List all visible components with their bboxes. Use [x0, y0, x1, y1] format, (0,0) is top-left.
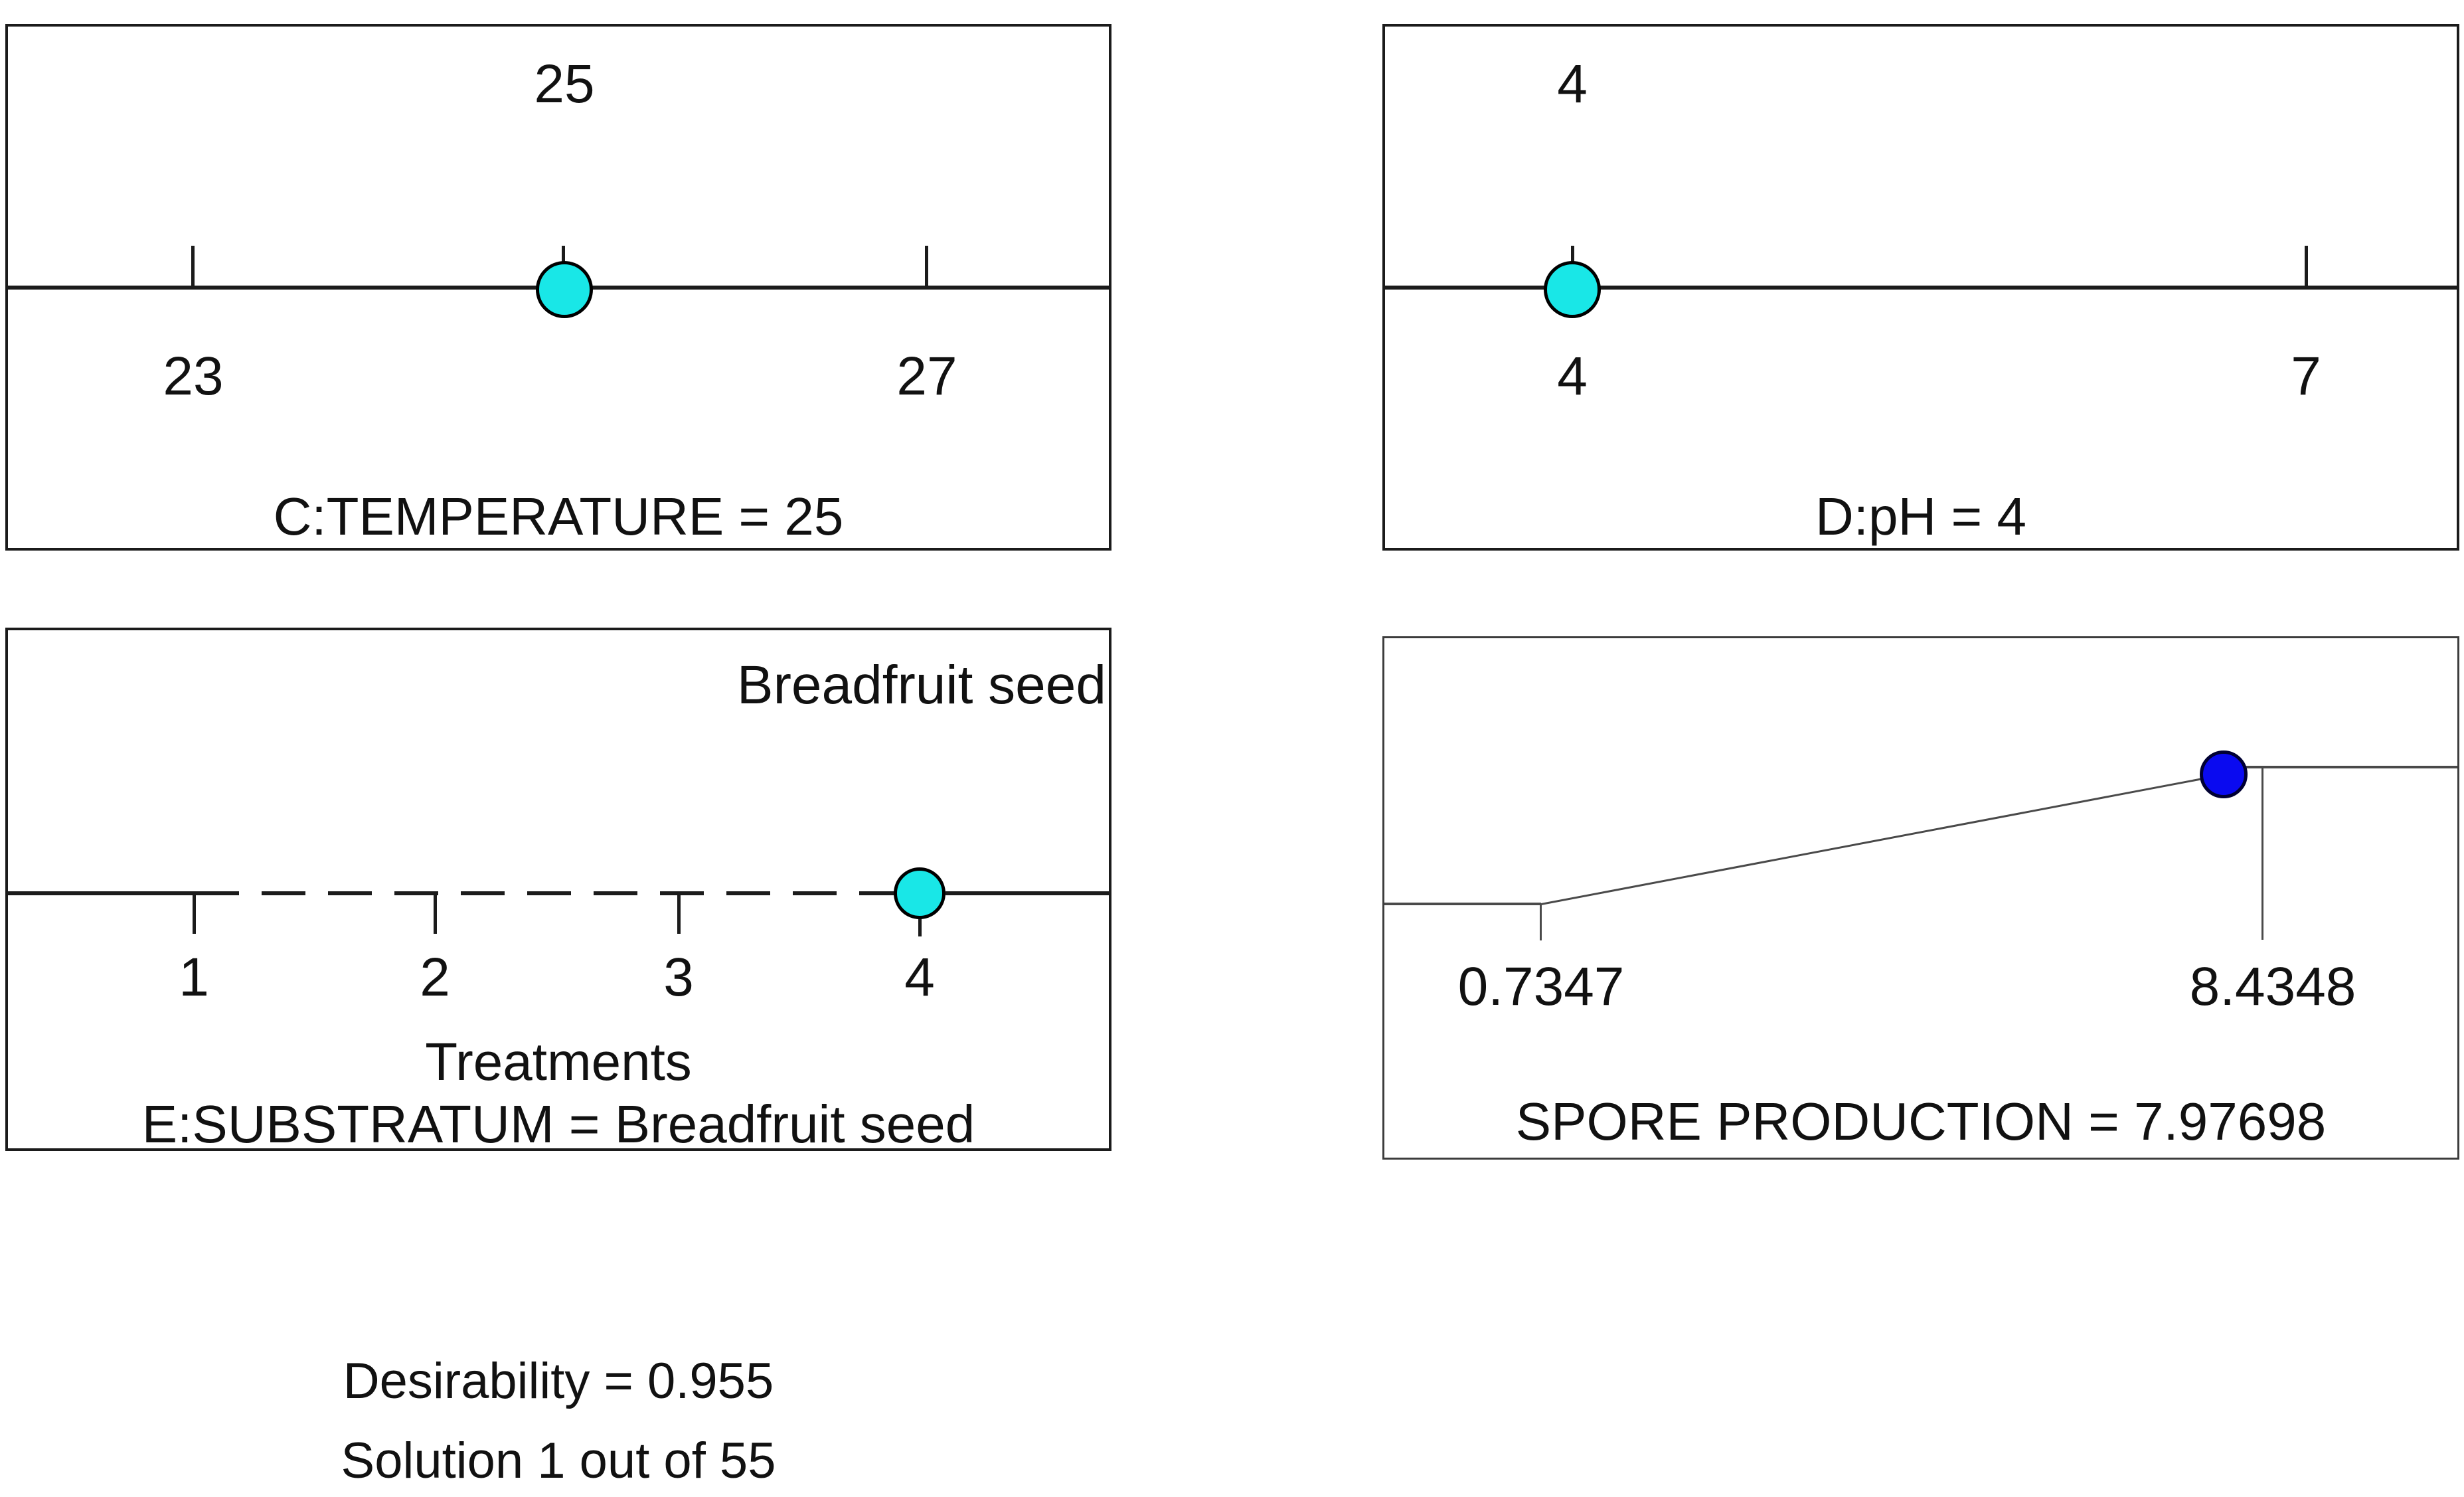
substratum-axis-solid-left	[8, 891, 195, 895]
ph-selected-value: 4	[1557, 54, 1588, 114]
substratum-tick-label-3: 3	[663, 947, 694, 1008]
substratum-panel-title: E:SUBSTRATUM = Breadfruit seed	[141, 1095, 975, 1154]
temperature-min-label: 23	[163, 346, 224, 406]
ph-min-label: 4	[1557, 346, 1588, 406]
panel-ph: 4 4 7 D:pH = 4	[1382, 24, 2459, 551]
desirability-text: Desirability = 0.955	[343, 1353, 774, 1409]
tick-mark-3	[677, 895, 681, 934]
spore-ramp-flat-high	[2241, 766, 2457, 768]
solution-text: Solution 1 out of 55	[341, 1433, 776, 1489]
tick-mark-high	[2261, 767, 2263, 940]
tick-mark-23	[191, 246, 195, 286]
substratum-tick-label-4: 4	[904, 947, 935, 1008]
tick-mark-27	[925, 246, 928, 286]
temperature-selected-value: 25	[534, 54, 595, 114]
substratum-selected-value: Breadfruit seed	[736, 655, 1106, 715]
tick-mark-1	[193, 895, 196, 934]
panel-temperature: 25 23 27 C:TEMPERATURE = 25	[5, 24, 1111, 551]
factor-dot-substratum[interactable]	[894, 867, 945, 919]
substratum-axis-solid-right	[945, 891, 1109, 895]
spore-panel-title: SPORE PRODUCTION = 7.97698	[1515, 1092, 2327, 1151]
ph-axis-line	[1385, 286, 2457, 290]
substratum-tick-label-1: 1	[179, 947, 209, 1008]
spore-ramp-slope	[1540, 773, 2224, 905]
temperature-max-label: 27	[896, 346, 957, 406]
spore-min-label: 0.7347	[1457, 956, 1625, 1017]
tick-mark-2	[434, 895, 437, 934]
response-dot-spore[interactable]	[2200, 750, 2248, 798]
factor-dot-ph[interactable]	[1544, 261, 1601, 318]
temperature-panel-title: C:TEMPERATURE = 25	[273, 487, 844, 546]
substratum-axis-label: Treatments	[425, 1032, 692, 1091]
substratum-axis-dashed	[195, 891, 895, 895]
spore-max-label: 8.4348	[2189, 956, 2356, 1017]
panel-substratum: Breadfruit seed 1 2 3 4 Treatments E:SUB…	[5, 628, 1111, 1154]
spore-ramp-flat-low	[1384, 903, 1541, 905]
tick-mark-low	[1540, 904, 1542, 940]
tick-mark-7	[2305, 246, 2308, 286]
panel-spore-production: 0.7347 8.4348 SPORE PRODUCTION = 7.97698	[1382, 636, 2459, 1160]
ph-panel-title: D:pH = 4	[1815, 487, 2026, 546]
factor-dot-temperature[interactable]	[536, 261, 593, 318]
substratum-tick-label-2: 2	[420, 947, 450, 1008]
ph-max-label: 7	[2291, 346, 2321, 406]
